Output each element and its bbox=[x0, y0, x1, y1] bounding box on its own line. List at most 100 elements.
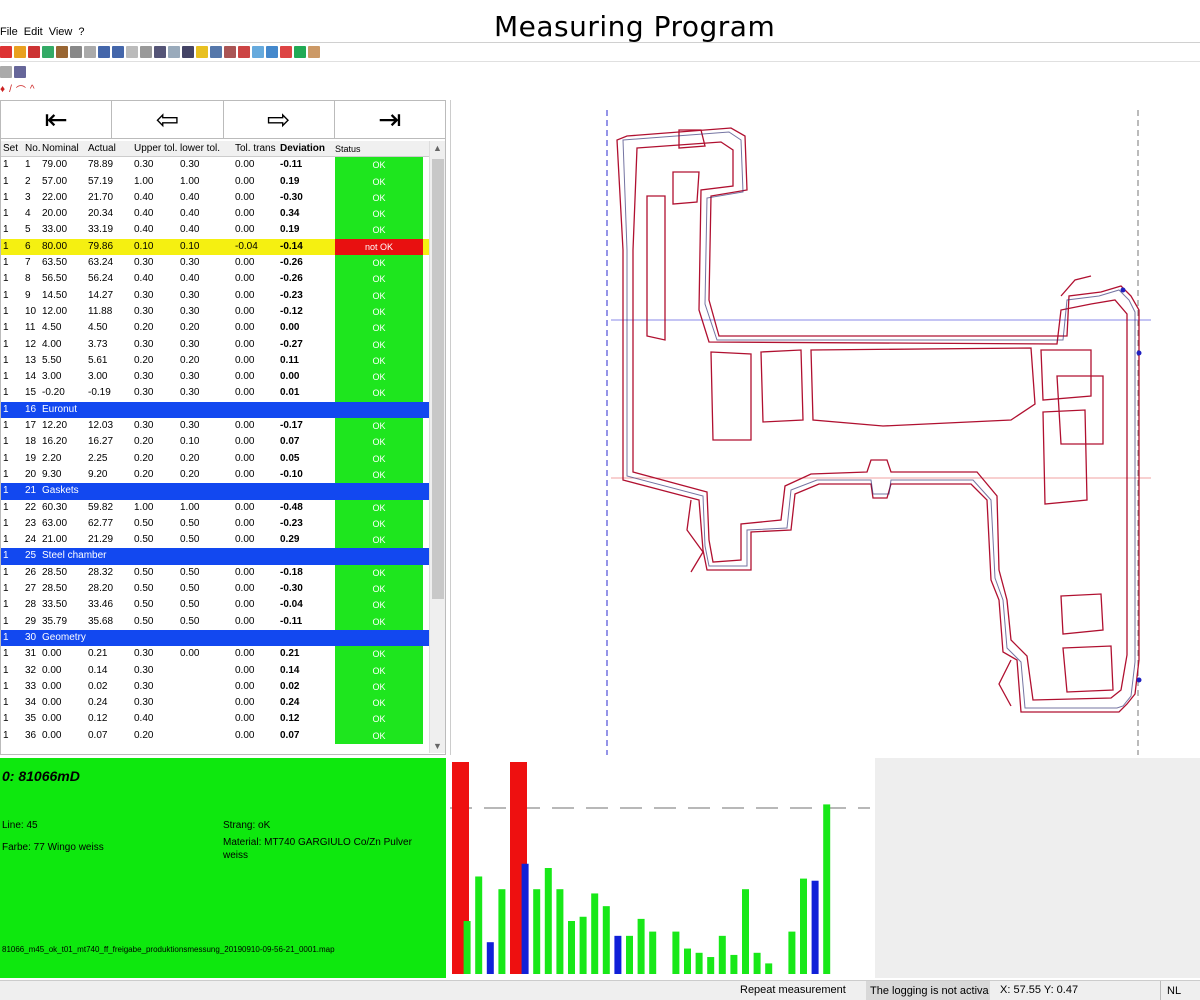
last-record-button[interactable]: ⇥ bbox=[378, 103, 402, 136]
column-header-status[interactable]: Status bbox=[335, 144, 361, 154]
column-header-nominal[interactable]: Nominal bbox=[42, 143, 79, 154]
record-icon[interactable] bbox=[28, 46, 40, 58]
column-header-lower-tol[interactable]: lower tol. bbox=[180, 143, 221, 154]
save-icon[interactable] bbox=[14, 46, 26, 58]
axis-icon[interactable] bbox=[210, 46, 222, 58]
previous-record-button[interactable]: ⇦ bbox=[112, 101, 224, 138]
column-header-actual[interactable]: Actual bbox=[88, 143, 116, 154]
first-record-button[interactable]: ⇤ bbox=[1, 101, 113, 138]
profile-drawing[interactable] bbox=[450, 100, 1200, 755]
zoom-out-icon[interactable] bbox=[112, 46, 124, 58]
cell-nominal: 60.30 bbox=[42, 501, 68, 513]
cell-set: 1 bbox=[3, 420, 9, 432]
scroll-down-icon[interactable]: ▼ bbox=[433, 741, 442, 751]
menu-file[interactable]: File bbox=[0, 26, 18, 38]
ruler-icon[interactable] bbox=[126, 46, 138, 58]
table-header: Set No. Nominal Actual Upper tol. lower … bbox=[1, 141, 429, 158]
column-header-deviation[interactable]: Deviation bbox=[280, 143, 326, 154]
deviation-bar bbox=[730, 954, 738, 974]
table-scrollbar[interactable]: ▲ ▼ bbox=[429, 141, 445, 753]
table-icon[interactable] bbox=[294, 46, 306, 58]
scroll-thumb[interactable] bbox=[432, 159, 444, 599]
rect-icon[interactable] bbox=[224, 46, 236, 58]
cell-lower-tol: 0.40 bbox=[180, 208, 200, 220]
report-icon[interactable] bbox=[238, 46, 250, 58]
zoom-in-icon[interactable] bbox=[98, 46, 110, 58]
export-icon[interactable] bbox=[280, 46, 292, 58]
print-icon[interactable] bbox=[70, 46, 82, 58]
cell-set: 1 bbox=[3, 403, 9, 415]
cell-deviation: -0.14 bbox=[280, 240, 303, 252]
column-header-set[interactable]: Set bbox=[3, 143, 19, 154]
pin-icon[interactable]: ♦ bbox=[0, 83, 6, 95]
next-record-button[interactable]: ⇨ bbox=[224, 101, 335, 138]
deviation-bar bbox=[753, 952, 761, 974]
link-icon[interactable] bbox=[196, 46, 208, 58]
open-icon[interactable] bbox=[0, 46, 12, 58]
filter-icon[interactable] bbox=[140, 46, 152, 58]
cell-lower-tol: 0.30 bbox=[180, 257, 200, 269]
arc-icon[interactable]: ⌒ bbox=[15, 85, 26, 97]
peak-icon[interactable]: ^ bbox=[29, 83, 35, 95]
window-icon[interactable] bbox=[168, 46, 180, 58]
pen-icon[interactable]: / bbox=[9, 83, 12, 95]
menu-view[interactable]: View bbox=[48, 26, 73, 38]
column-header-no[interactable]: No. bbox=[25, 143, 41, 154]
menu-help[interactable]: ? bbox=[78, 26, 85, 38]
scroll-up-icon[interactable]: ▲ bbox=[433, 143, 442, 153]
column-header-tol-trans[interactable]: Tol. trans bbox=[235, 143, 276, 154]
tool-icon[interactable] bbox=[56, 46, 68, 58]
cell-upper-tol: 0.20 bbox=[134, 354, 154, 366]
cell-no: 13 bbox=[25, 354, 37, 366]
measure-icon[interactable] bbox=[42, 46, 54, 58]
list-icon[interactable] bbox=[0, 66, 12, 78]
grid-icon[interactable] bbox=[182, 46, 194, 58]
network-icon[interactable] bbox=[252, 46, 264, 58]
calc-icon[interactable] bbox=[308, 46, 320, 58]
menu-edit[interactable]: Edit bbox=[23, 26, 43, 38]
warning-icon[interactable] bbox=[84, 46, 96, 58]
info-icon[interactable] bbox=[266, 46, 278, 58]
chart-icon[interactable] bbox=[154, 46, 166, 58]
column-header-upper-tol[interactable]: Upper tol. bbox=[134, 143, 178, 154]
repeat-measurement-status[interactable]: Repeat measurement bbox=[740, 984, 846, 996]
status-badge: OK bbox=[335, 466, 423, 484]
pointer-icon[interactable] bbox=[14, 66, 26, 78]
